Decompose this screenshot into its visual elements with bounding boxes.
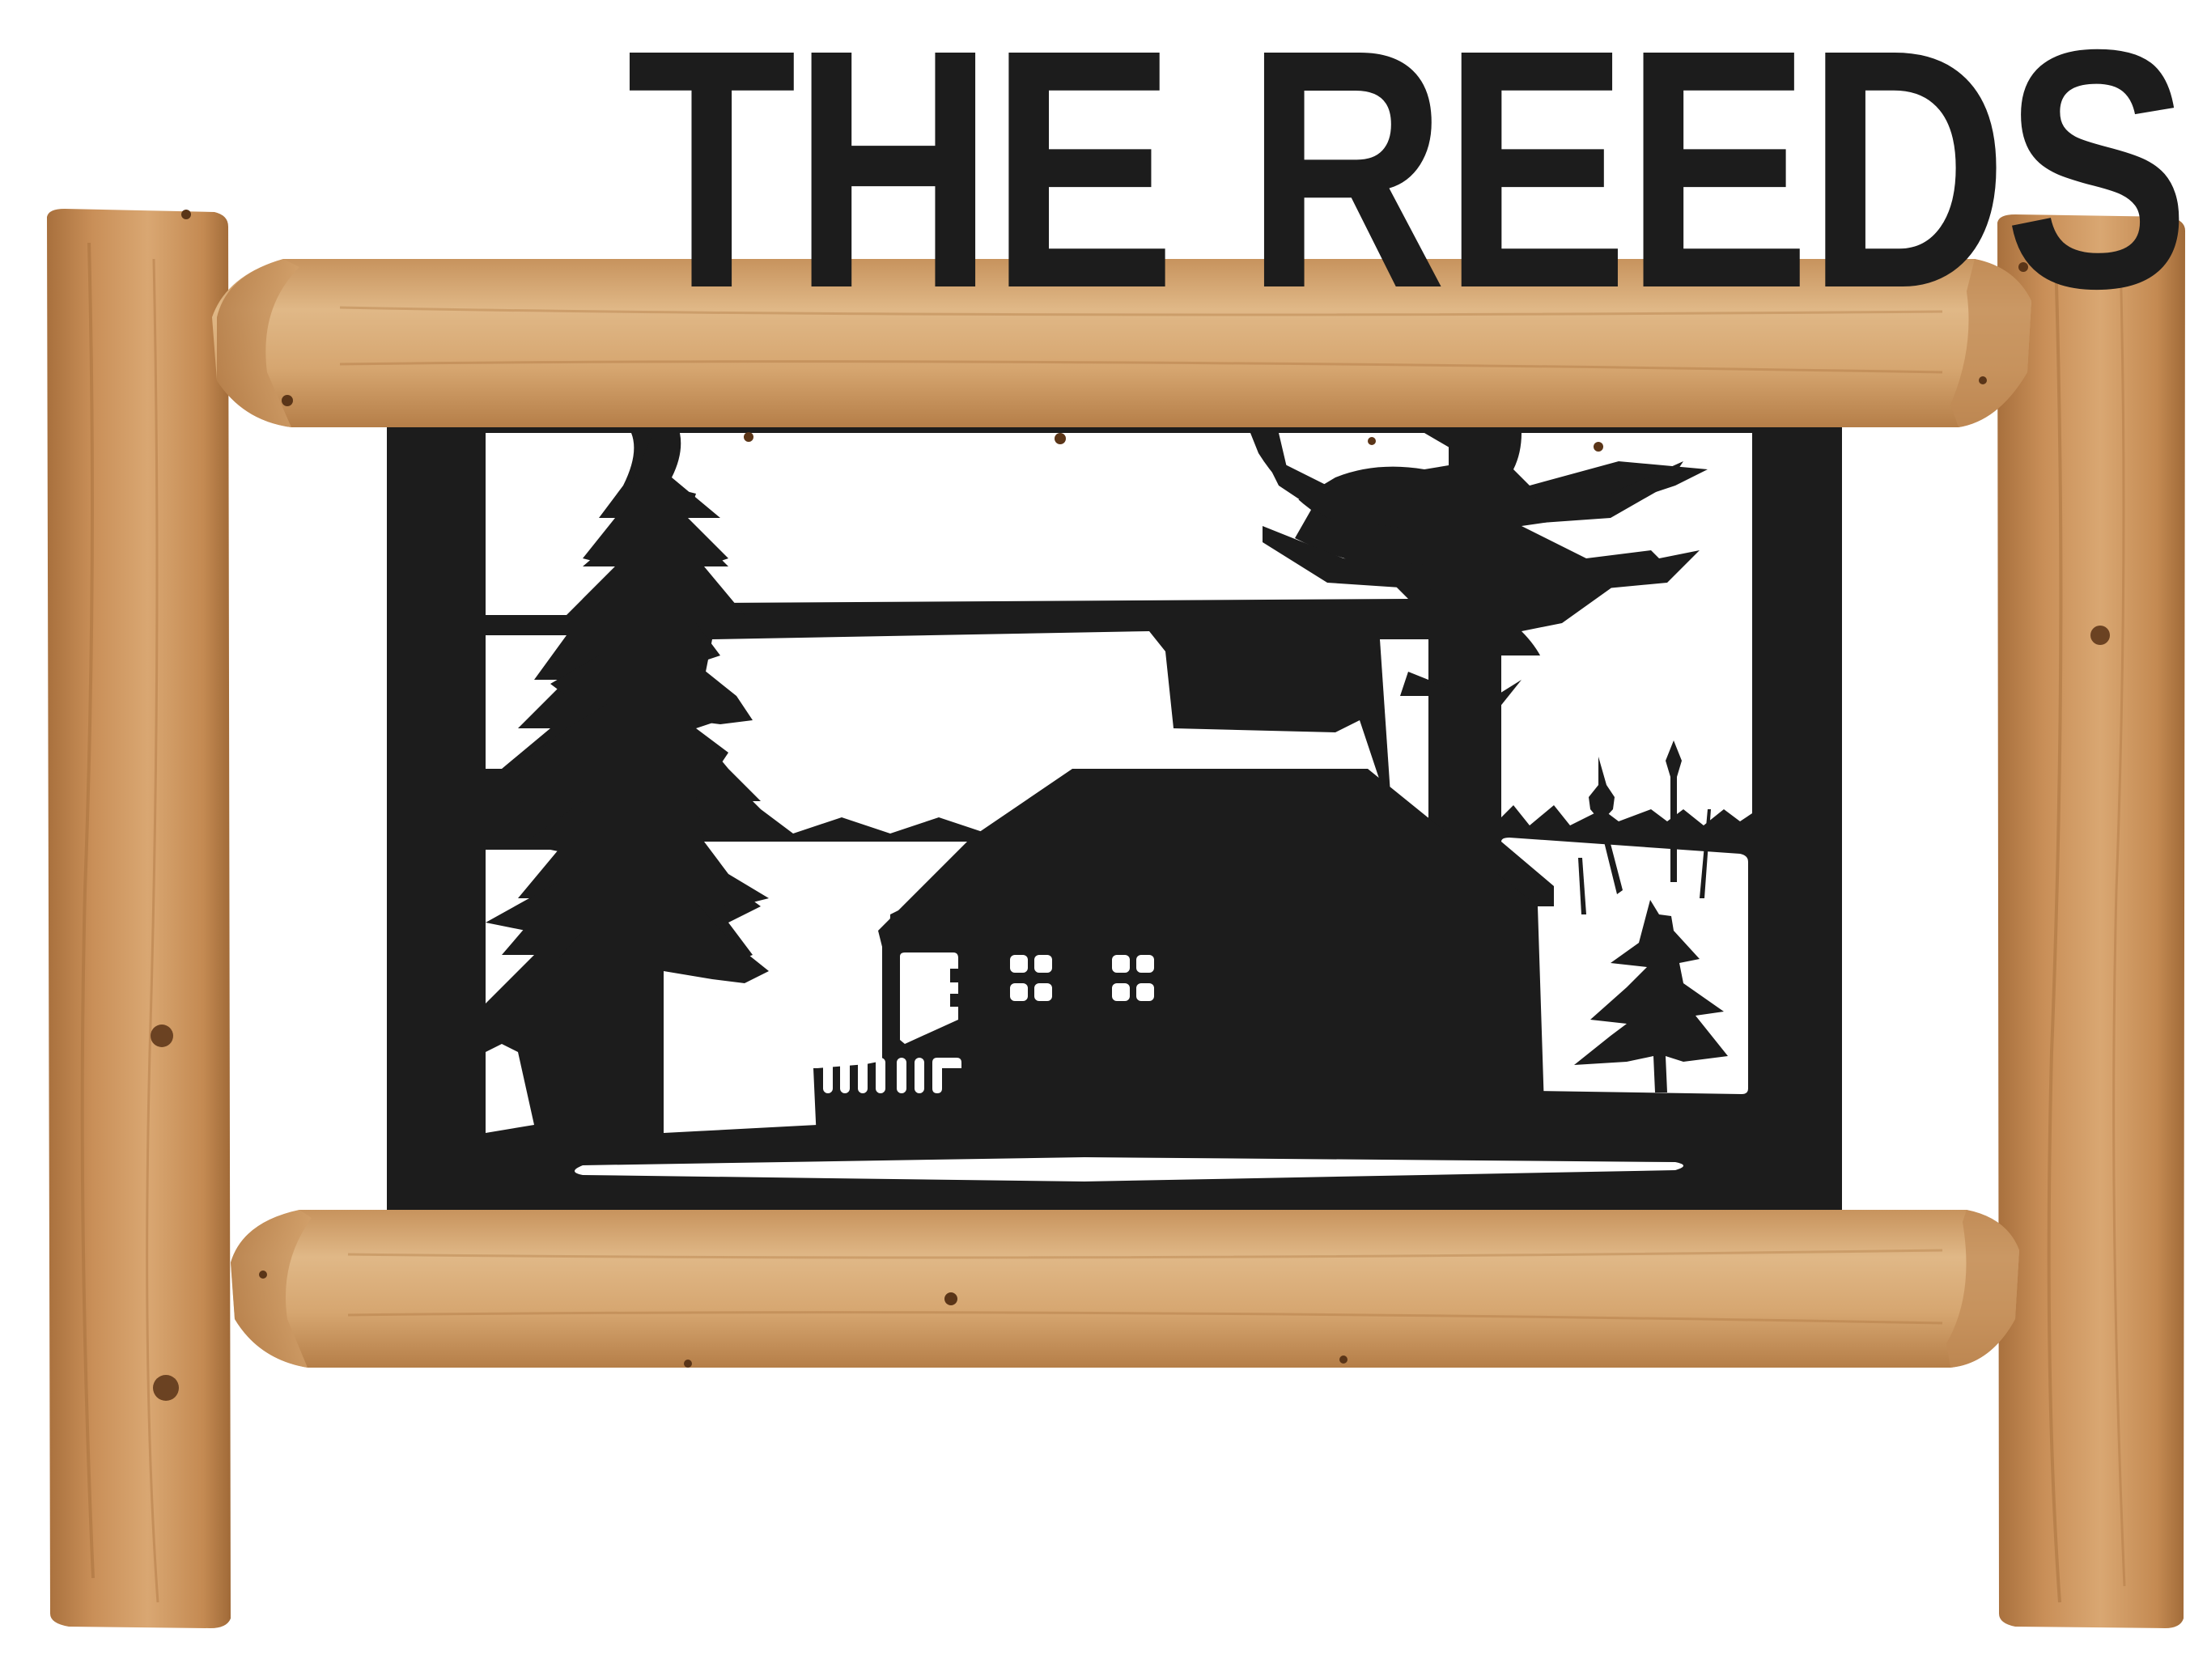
window-left: [1010, 955, 1052, 1001]
bottom-rail: [231, 1210, 2019, 1368]
right-post: [1997, 214, 2185, 1628]
porch-railing: [823, 1058, 961, 1093]
sign-title: THE REEDS: [626, 0, 2190, 359]
top-rail: [212, 259, 2031, 452]
cabin: [813, 769, 1546, 1157]
scene-cutouts: [486, 433, 1752, 1182]
left-pine-tree: [486, 437, 769, 1125]
window-right: [1112, 955, 1154, 1001]
left-post: [47, 209, 231, 1628]
cabin-windows: [823, 952, 1154, 1093]
cattails: [1578, 740, 1711, 914]
cabin-door: [900, 952, 958, 1044]
right-pine-tree: [1263, 433, 1700, 1088]
small-pine-tree: [1574, 900, 1728, 1092]
